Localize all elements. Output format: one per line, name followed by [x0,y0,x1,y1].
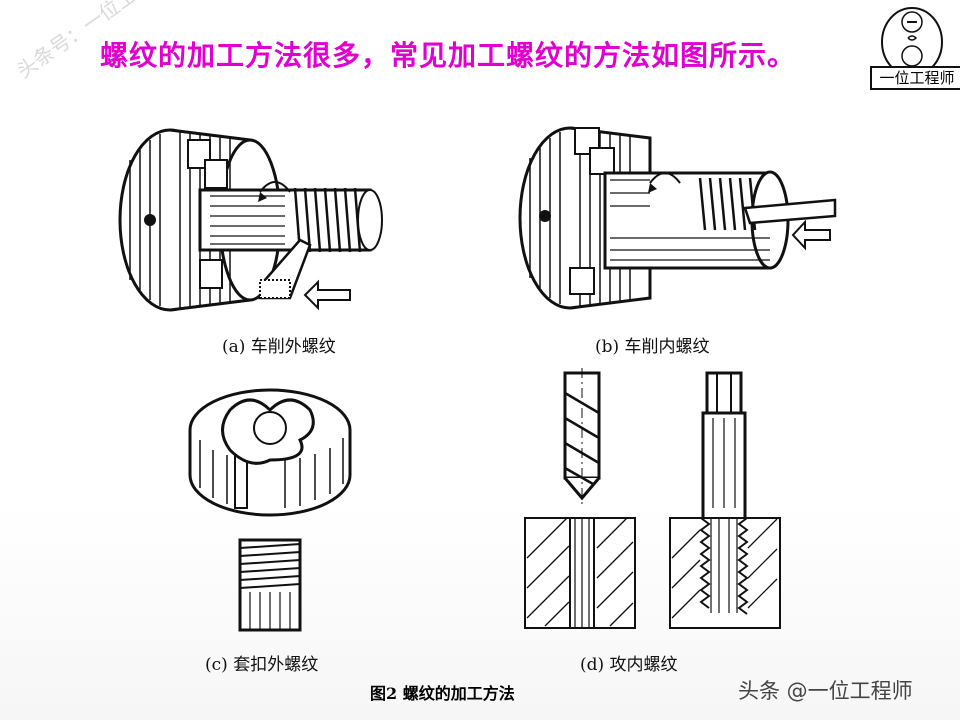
caption-d: (d) 攻内螺纹 [580,655,678,675]
footer-watermark: 头条 @一位工程师 [738,679,913,703]
caption-a: (a) 车削外螺纹 [222,337,336,357]
figure-b-internal-turning [518,126,837,310]
caption-b: (b) 车削内螺纹 [595,337,710,357]
figure-d-tapping [524,368,781,629]
figure-a-external-turning [118,128,383,312]
page-title: 螺纹的加工方法很多，常见加工螺纹的方法如图所示。 [100,39,797,72]
logo-label: 一位工程师 [870,66,960,90]
figure-caption: 图2 螺纹的加工方法 [370,684,515,703]
figure-c-die-threading [188,388,352,632]
caption-c: (c) 套扣外螺纹 [205,655,319,675]
